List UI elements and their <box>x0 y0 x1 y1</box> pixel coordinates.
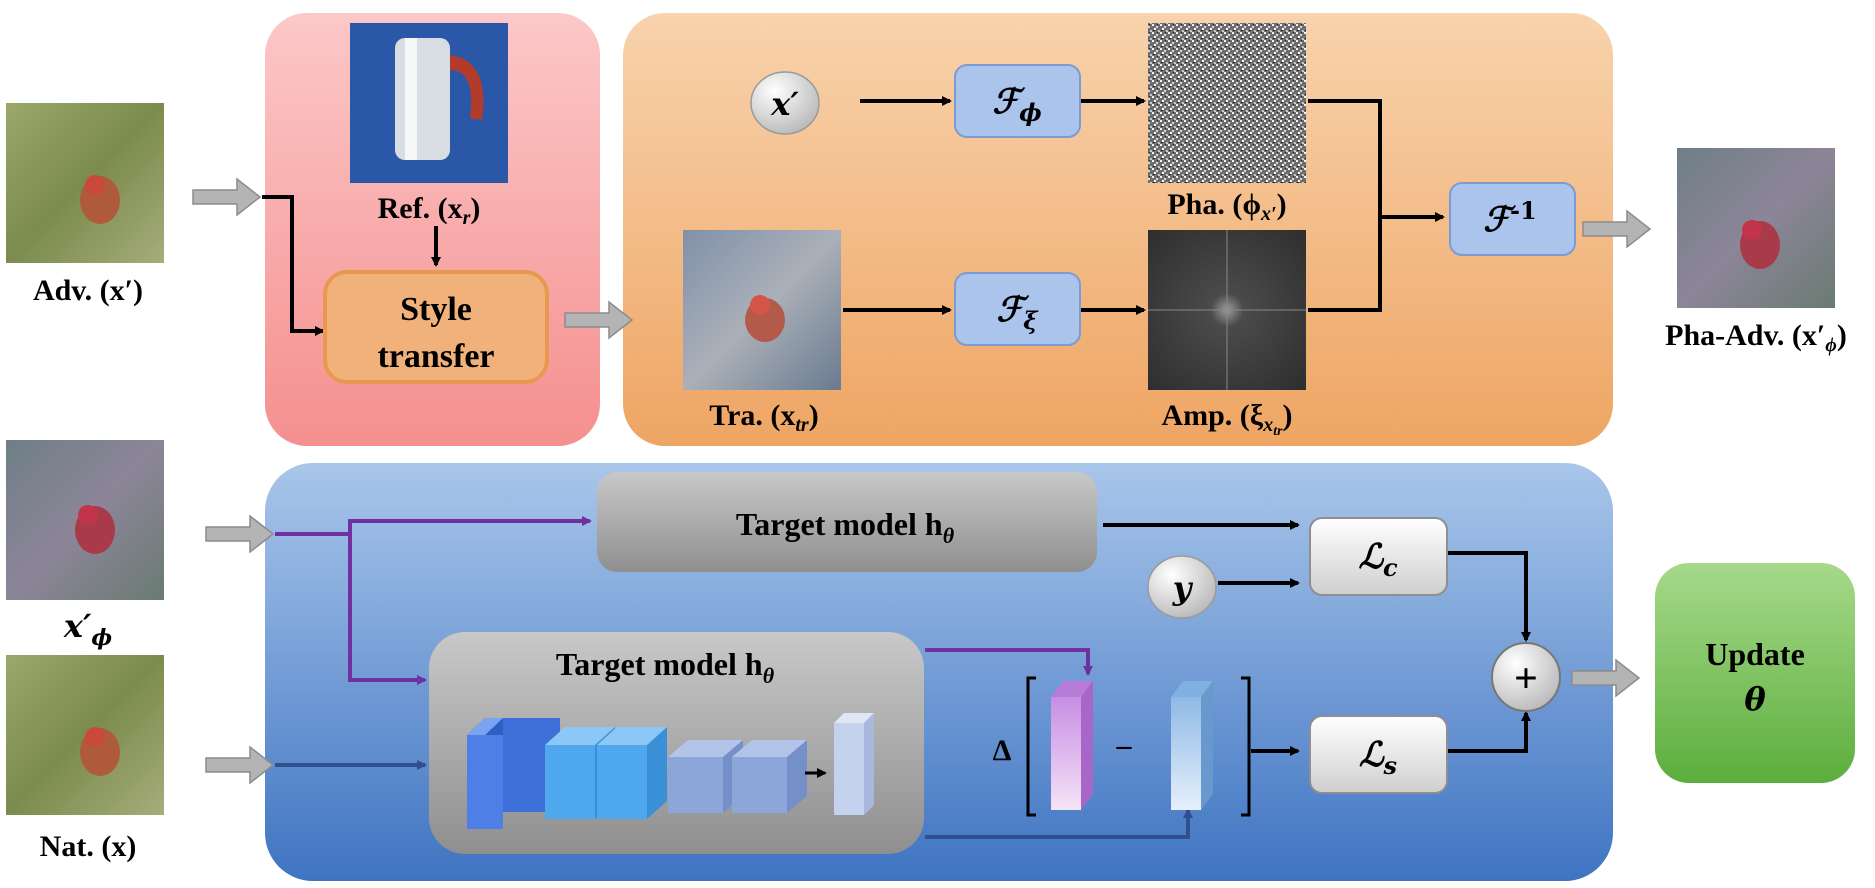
purple-feature-block <box>1051 681 1093 810</box>
reference-image <box>350 23 508 183</box>
layer-block-4 <box>597 727 667 819</box>
gray-arrow-finv-out <box>1582 209 1652 249</box>
gray-arrow-style-out <box>564 300 634 340</box>
y-node <box>1147 555 1217 619</box>
natural-image <box>6 655 164 815</box>
right-bracket <box>1241 676 1251 817</box>
pha-adv-label: Pha-Adv. (x′ϕ) <box>1665 319 1847 356</box>
pha-label: Pha. (ϕx′) <box>1167 188 1286 225</box>
loss-connectors <box>1103 520 1531 756</box>
top-connectors <box>262 96 1445 336</box>
f-phi-box <box>954 64 1081 138</box>
plus-symbol: + <box>1514 656 1538 702</box>
tra-label: Tra. (xtr) <box>709 399 818 436</box>
fourier-panel <box>623 13 1613 446</box>
sum-node <box>1491 642 1561 712</box>
delta-symbol: Δ <box>993 734 1012 767</box>
ref-label: Ref. (xr) <box>378 192 481 229</box>
translated-image <box>683 230 841 390</box>
f-inverse-box <box>1449 182 1576 256</box>
loss-s-box <box>1309 715 1448 794</box>
update-label: Update <box>1705 636 1805 672</box>
x-phi-image <box>6 440 164 600</box>
navy-connectors <box>275 760 1193 839</box>
y-label: y <box>1172 569 1194 607</box>
adv-label: Adv. (x′) <box>33 274 143 307</box>
style-transfer-line1: Style <box>400 291 472 328</box>
style-transfer-line2: transfer <box>377 338 494 375</box>
f-xi-box <box>954 272 1081 346</box>
gray-arrow-x-phi <box>205 514 275 554</box>
loss-c-label: ℒc <box>1358 537 1398 582</box>
target-model-top-label: Target model hθ <box>736 506 955 548</box>
left-bracket <box>1026 676 1036 817</box>
style-transfer-box <box>323 270 549 384</box>
target-model-top <box>597 472 1097 572</box>
layer-block-7 <box>834 713 874 815</box>
blue-feature-block <box>1171 681 1213 810</box>
nat-label: Nat. (x) <box>40 830 137 863</box>
gray-arrow-adv <box>192 177 262 217</box>
layer-block-6 <box>732 740 807 813</box>
layer-block-1 <box>467 718 503 829</box>
pha-adv-image <box>1677 148 1835 308</box>
adv-image <box>6 103 164 263</box>
phase-spectrum-image <box>1148 23 1306 183</box>
update-box <box>1655 563 1855 783</box>
network-layers <box>467 713 874 829</box>
amplitude-spectrum-image <box>1148 230 1306 390</box>
loss-c-box <box>1309 517 1448 596</box>
layer-block-5 <box>668 740 743 813</box>
minus-symbol: – <box>1116 729 1133 762</box>
update-theta: θ <box>1744 680 1766 718</box>
f-inverse-label: ℱ-1 <box>1483 196 1536 240</box>
amp-label: Amp. (ξxtr) <box>1161 399 1292 439</box>
loss-s-label: ℒs <box>1359 735 1398 780</box>
gray-arrow-nat <box>205 745 275 785</box>
purple-connectors <box>275 516 1093 685</box>
x-prime-node <box>750 71 820 135</box>
x-phi-label: x′ϕ <box>63 607 113 651</box>
x-prime-label: x′ <box>770 85 799 123</box>
target-model-bottom-label: Target model hθ <box>556 646 775 688</box>
gray-arrow-update <box>1571 658 1641 698</box>
